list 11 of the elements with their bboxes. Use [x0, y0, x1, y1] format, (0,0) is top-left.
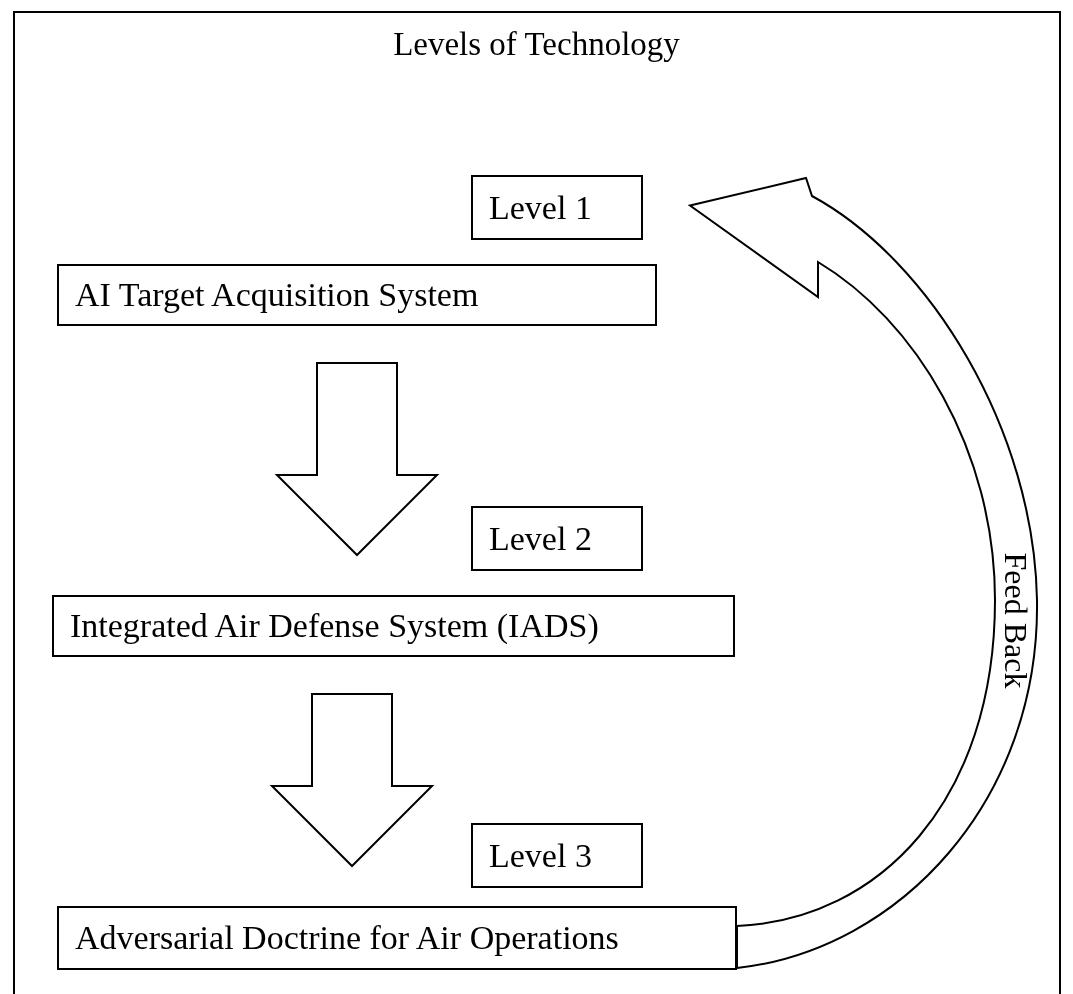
block-arrow [274, 362, 440, 557]
block-arrow [269, 693, 435, 868]
text-box: Adversarial Doctrine for Air Operations [57, 906, 737, 970]
text-box: Integrated Air Defense System (IADS) [52, 595, 735, 657]
text-box: Level 2 [471, 506, 643, 571]
diagram-title: Levels of Technology [392, 26, 681, 63]
text-box: Level 3 [471, 823, 643, 888]
text-box: AI Target Acquisition System [57, 264, 657, 326]
text-box: Level 1 [471, 175, 643, 240]
curved-block-arrow [689, 177, 1038, 969]
edge-label: Feed Back [997, 552, 1035, 688]
